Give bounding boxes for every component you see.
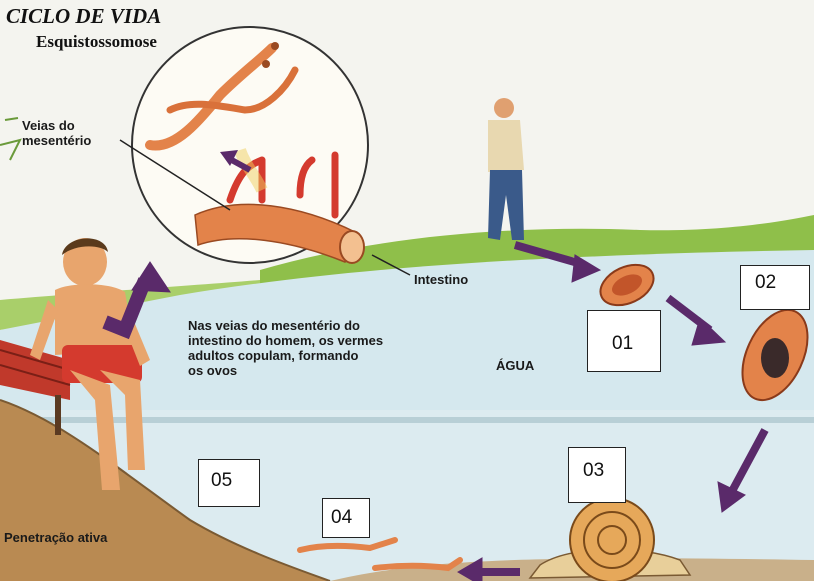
answer-box-02[interactable]: 02 <box>740 265 810 310</box>
answer-box-03[interactable]: 03 <box>568 447 626 503</box>
answer-box-01[interactable]: 01 <box>587 310 661 372</box>
diagram-subtitle: Esquistossomose <box>36 32 157 52</box>
diagram-title: CICLO DE VIDA <box>6 4 161 29</box>
label-intestino: Intestino <box>414 272 468 287</box>
label-veias: Veias do mesentério <box>22 118 91 148</box>
answer-box-05[interactable]: 05 <box>198 459 260 507</box>
label-penetracao: Penetração ativa <box>4 530 107 545</box>
label-description: Nas veias do mesentério do intestino do … <box>188 318 383 378</box>
label-agua: ÁGUA <box>496 358 534 373</box>
answer-box-04[interactable]: 04 <box>322 498 370 538</box>
detail-circle <box>132 27 368 263</box>
